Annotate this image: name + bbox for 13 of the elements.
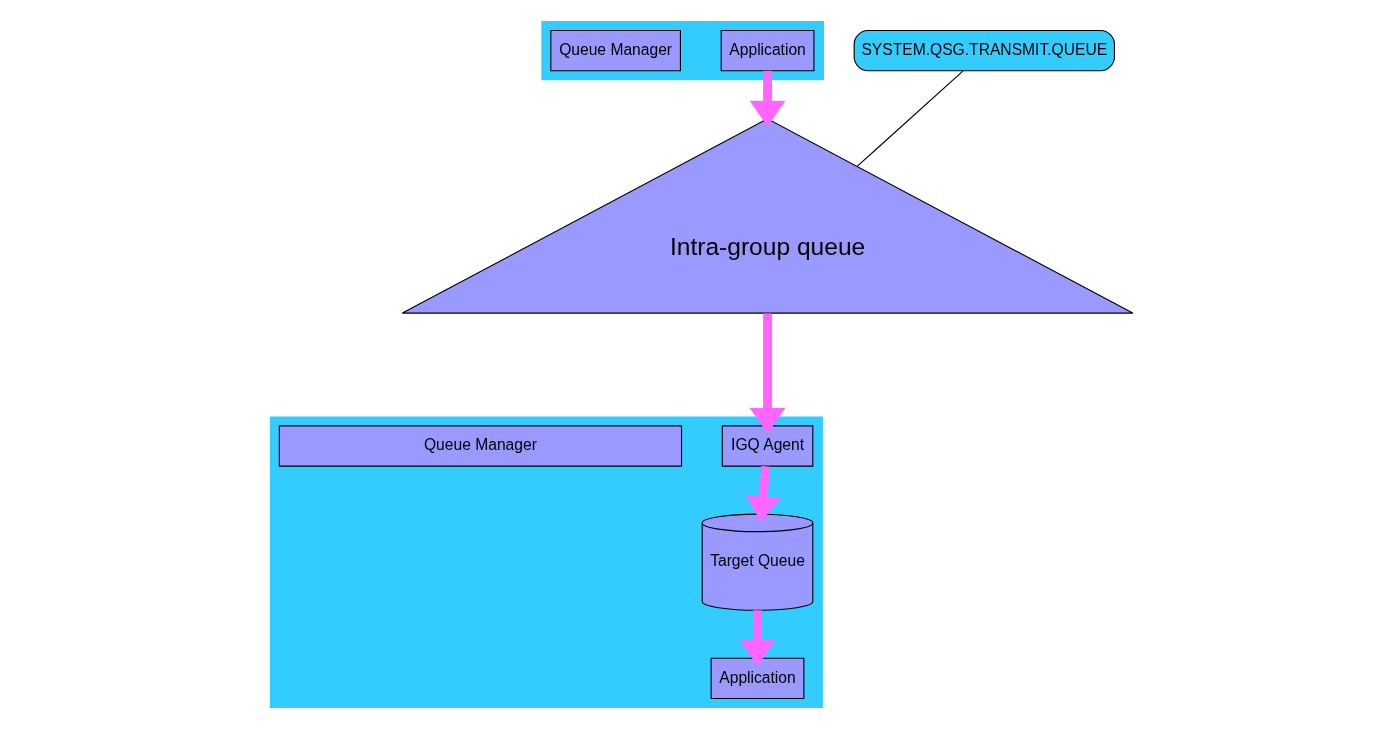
arrow — [749, 70, 786, 127]
node-box: Queue Manager — [278, 425, 683, 467]
arrow — [739, 610, 776, 666]
node-box: IGQ Agent — [721, 425, 814, 467]
node-box: Application — [720, 29, 815, 72]
node-box: SYSTEM.QSG.TRANSMIT.QUEUE — [853, 29, 1115, 72]
node-box: Application — [710, 657, 805, 700]
cluster — [269, 416, 823, 708]
arrow — [749, 313, 786, 434]
connector — [856, 70, 964, 167]
node-box: Queue Manager — [550, 29, 681, 72]
arrow — [745, 466, 782, 522]
cluster — [541, 21, 824, 81]
